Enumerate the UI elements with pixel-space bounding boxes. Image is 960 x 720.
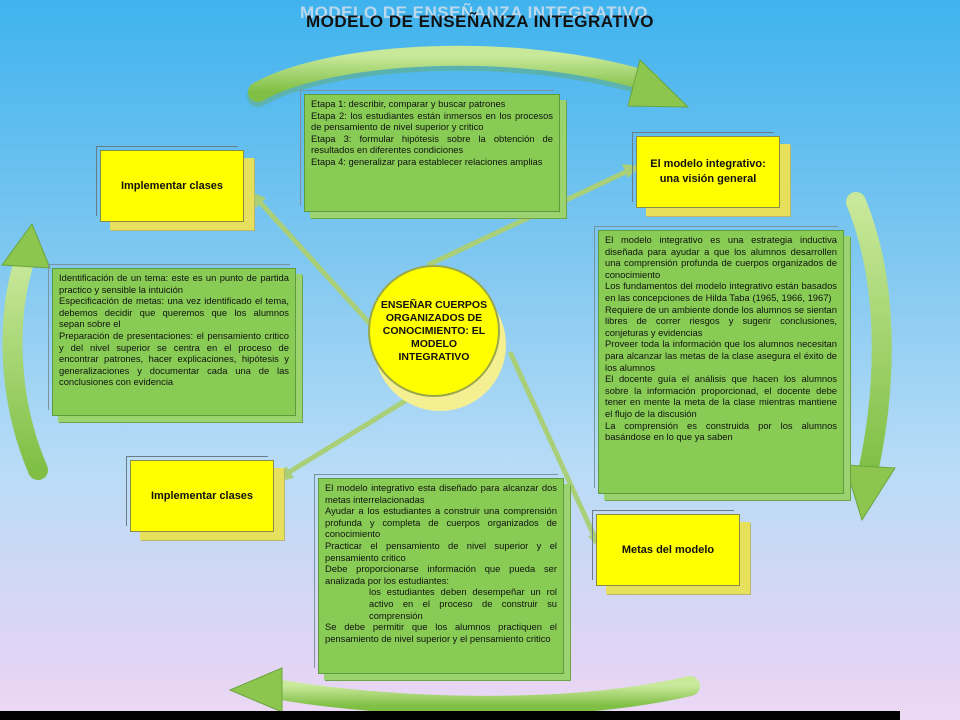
bottom-bar [0, 711, 900, 720]
cycle-arrowhead-top [627, 59, 690, 108]
vision-detalle-box: El modelo integrativo es una estrategia … [594, 226, 844, 494]
etapa-3: Etapa 3: formular hipótesis sobre la obt… [311, 132, 553, 156]
connector-to-implementar-bottom [284, 390, 420, 477]
planificacion-item: Identificación de un tema: este es un pu… [59, 272, 289, 295]
implementar-clases-bottom-box: Implementar clases [126, 456, 274, 532]
etapa-4: Etapa 4: generalizar para establecer rel… [311, 155, 543, 167]
vision-item: El docente guía el análisis que hacen lo… [605, 373, 837, 419]
implementar-clases-top-label: Implementar clases [120, 179, 224, 192]
cycle-arrow-right [846, 192, 892, 482]
center-concept-label: ENSEÑAR CUERPOS ORGANIZADOS DE CONOCIMIE… [380, 298, 488, 363]
vision-item: El modelo integrativo es una estrategia … [605, 234, 837, 280]
planificacion-item: Especificación de metas: una vez identif… [59, 295, 289, 330]
vision-item: La comprensión es construida por los alu… [605, 419, 837, 443]
etapa-1: Etapa 1: describir, comparar y buscar pa… [311, 98, 506, 109]
implementar-clases-bottom-label: Implementar clases [150, 489, 254, 502]
connector-to-metas [507, 350, 599, 542]
vision-item: Requiere de un ambiente donde los alumno… [605, 303, 837, 338]
cycle-arrowhead-right [844, 464, 896, 522]
metas-detalle-box: El modelo integrativo esta diseñado para… [314, 474, 564, 674]
planificacion-item: Preparación de presentaciones: el pensam… [59, 329, 289, 388]
etapas-box: Etapa 1: describir, comparar y buscar pa… [300, 90, 560, 212]
metas-item: Practicar el pensamiento de nivel superi… [325, 539, 557, 563]
connector-to-vision [426, 167, 632, 268]
center-concept-circle: ENSEÑAR CUERPOS ORGANIZADOS DE CONOCIMIE… [368, 265, 500, 397]
cycle-arrow-bottom [260, 676, 700, 716]
connector-arrowhead-implementar-top [246, 190, 266, 208]
cycle-arrowhead-bottom [228, 667, 283, 713]
title-shadow: MODELO DE ENSEÑANZA INTEGRATIVO [300, 3, 648, 22]
metas-item: los estudiantes deben desempeñar un rol … [369, 586, 557, 621]
connector-to-implementar-top [256, 198, 374, 328]
etapa-2: Etapa 2: los estudiantes están inmersos … [311, 109, 553, 133]
metas-item: Se debe permitir que los alumnos practiq… [325, 621, 557, 644]
vision-general-label: El modelo integrativo: una visión genera… [650, 158, 766, 185]
connector-arrowhead-implementar-bottom [276, 466, 294, 482]
metas-label: Metas del modelo [621, 543, 715, 556]
connector-arrowhead-vision [622, 164, 640, 178]
metas-item: El modelo integrativo esta diseñado para… [325, 482, 557, 505]
metas-item: Debe proporcionarse información que pued… [325, 563, 557, 586]
vision-item: Proveer toda la información que los alum… [605, 338, 837, 373]
implementar-clases-top-box: Implementar clases [96, 146, 244, 222]
cycle-arrow-left [2, 252, 48, 480]
metas-box: Metas del modelo [592, 510, 740, 586]
metas-item: Ayudar a los estudiantes a construir una… [325, 505, 557, 540]
page-title: MODELO DE ENSEÑANZA INTEGRATIVO [306, 12, 654, 31]
vision-item: Los fundamentos del modelo integrativo e… [605, 280, 837, 303]
planificacion-box: Identificación de un tema: este es un pu… [48, 264, 296, 416]
cycle-arrowhead-left [1, 222, 51, 269]
vision-general-box: El modelo integrativo: una visión genera… [632, 132, 780, 208]
